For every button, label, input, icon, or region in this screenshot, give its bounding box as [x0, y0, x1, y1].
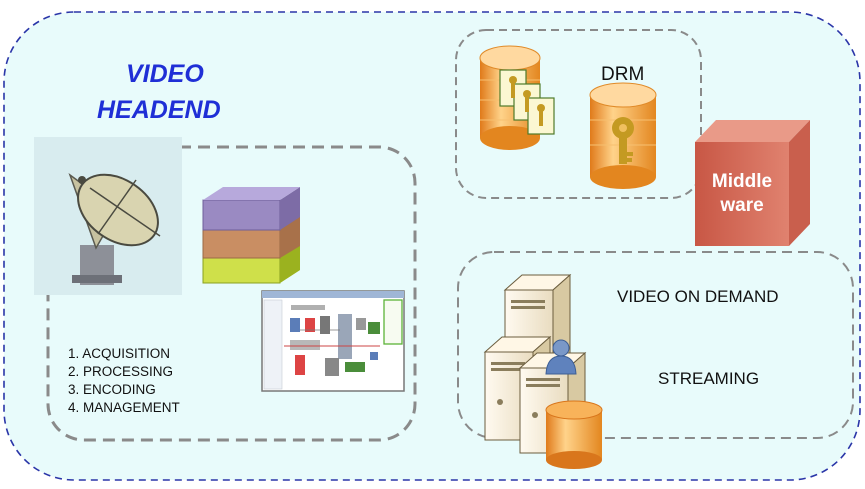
server-stack-icon	[483, 273, 587, 455]
middleware-label-line1: Middle	[711, 171, 773, 192]
step-acquisition: 1. ACQUISITION	[68, 346, 171, 361]
drm-key-database-icon	[589, 82, 657, 189]
streaming-label: STREAMING	[658, 369, 760, 388]
satellite-dish-icon	[34, 137, 182, 295]
middleware-label: Middle ware	[695, 170, 789, 218]
video-on-demand-label: VIDEO ON DEMAND	[617, 287, 779, 306]
license-database-icon	[479, 45, 555, 150]
step-encoding: 3. ENCODING	[68, 382, 156, 397]
drm-label: DRM	[601, 64, 645, 85]
layer-stack-icon	[202, 187, 300, 284]
headend-steps-list: 1. ACQUISITION 2. PROCESSING 3. ENCODING…	[68, 345, 180, 417]
step-processing: 2. PROCESSING	[68, 364, 174, 379]
user-icon	[545, 339, 577, 375]
software-screenshot-icon	[261, 290, 405, 392]
step-management: 4. MANAGEMENT	[68, 400, 180, 415]
database-icon	[545, 400, 603, 469]
middleware-label-line2: ware	[720, 195, 764, 216]
headend-title-line2: HEADEND	[97, 96, 221, 124]
middleware-box-icon	[695, 120, 810, 246]
headend-title-line1: VIDEO	[126, 60, 204, 88]
